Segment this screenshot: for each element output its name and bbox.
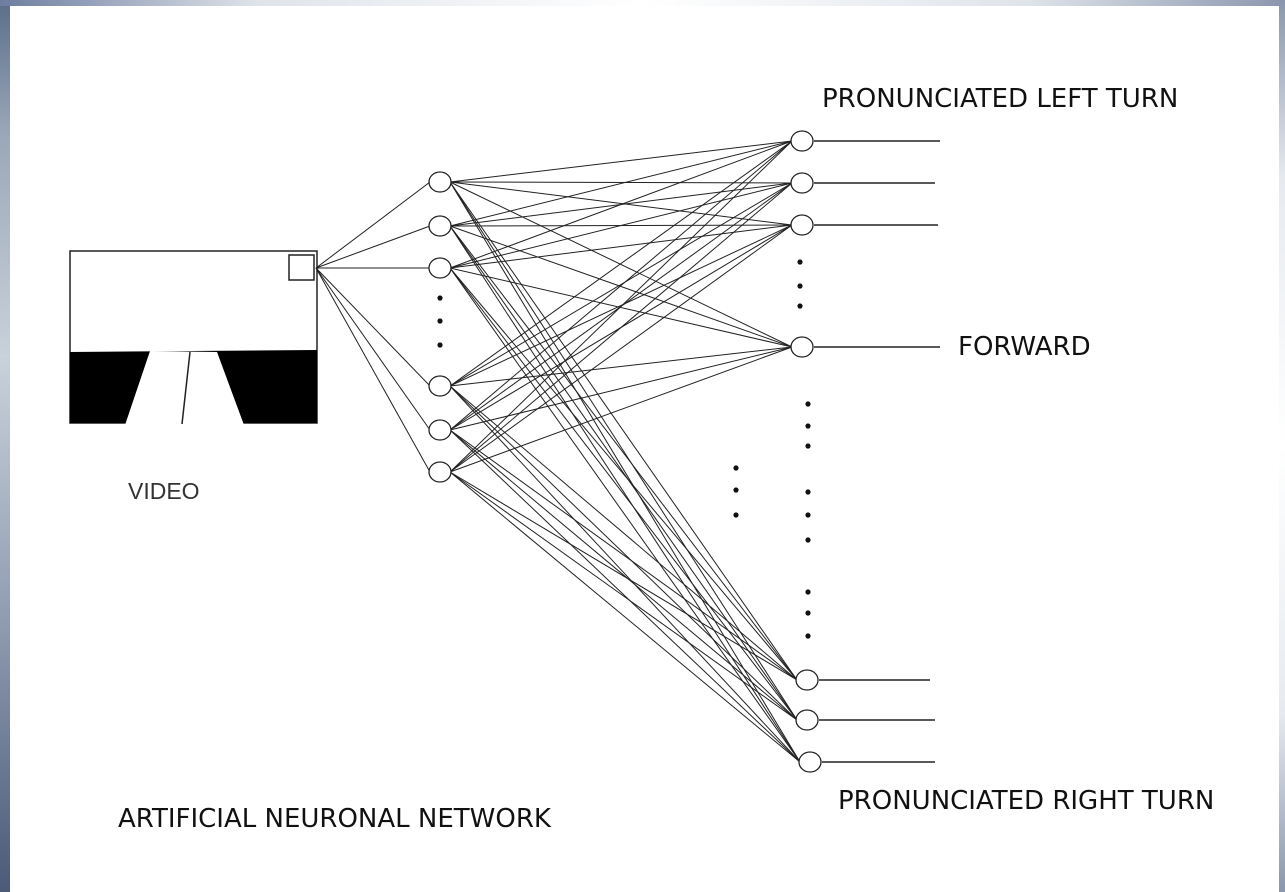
ellipsis-dot bbox=[797, 259, 803, 265]
network-connection bbox=[449, 140, 793, 269]
network-connection bbox=[449, 471, 798, 681]
network-connection bbox=[449, 471, 801, 763]
network-connection bbox=[449, 182, 793, 473]
network-connections bbox=[315, 140, 801, 763]
input-connection bbox=[315, 267, 431, 431]
network-connection bbox=[449, 225, 801, 763]
network-connection bbox=[449, 267, 798, 681]
network-connection bbox=[449, 346, 793, 473]
video-label: VIDEO bbox=[128, 478, 200, 504]
network-connection bbox=[449, 225, 798, 681]
network-connection bbox=[449, 140, 793, 227]
road-surface bbox=[125, 351, 244, 425]
network-connection bbox=[449, 429, 798, 721]
hidden-neuron bbox=[428, 375, 452, 397]
ellipsis-dot bbox=[805, 589, 811, 595]
network-connection bbox=[449, 346, 793, 431]
network-connection bbox=[449, 140, 793, 473]
input-connection bbox=[315, 267, 431, 387]
network-connection bbox=[449, 140, 793, 387]
hidden-neuron bbox=[428, 215, 452, 237]
network-connection bbox=[449, 225, 793, 348]
hidden-neuron bbox=[428, 461, 452, 483]
ellipsis-dot bbox=[733, 465, 739, 471]
ellipsis-dot bbox=[733, 487, 739, 493]
ellipsis-dot bbox=[805, 489, 811, 495]
network-connection bbox=[449, 429, 798, 681]
ellipsis-dots bbox=[437, 259, 811, 639]
network-connection bbox=[449, 181, 798, 681]
ellipsis-dot bbox=[805, 443, 811, 449]
ellipsis-dot bbox=[805, 633, 811, 639]
network-connection bbox=[449, 267, 798, 721]
ellipsis-dot bbox=[797, 303, 803, 309]
network-connection bbox=[449, 140, 793, 431]
input-connection bbox=[315, 267, 431, 473]
slide-frame-right bbox=[1279, 0, 1285, 892]
ellipsis-dot bbox=[797, 283, 803, 289]
ellipsis-dot bbox=[437, 342, 443, 348]
network-connection bbox=[449, 267, 793, 348]
output-neuron bbox=[795, 709, 819, 731]
network-connection bbox=[449, 181, 798, 721]
forward-label: FORWARD bbox=[958, 332, 1091, 362]
output-neuron bbox=[798, 751, 822, 773]
ellipsis-dot bbox=[437, 295, 443, 301]
video-frame bbox=[69, 250, 318, 425]
network-nodes bbox=[428, 130, 822, 773]
video-pixel-square bbox=[288, 254, 315, 281]
network-connection bbox=[449, 471, 798, 721]
network-connection bbox=[449, 181, 801, 763]
output-lines bbox=[814, 140, 940, 763]
road-center-line bbox=[181, 351, 191, 425]
output-neuron bbox=[790, 214, 814, 236]
slide-frame-top bbox=[0, 0, 1285, 6]
slide-frame-left bbox=[0, 0, 10, 892]
ellipsis-dot bbox=[437, 318, 443, 324]
network-label: ARTIFICIAL NEURONAL NETWORK bbox=[118, 804, 551, 834]
ellipsis-dot bbox=[805, 537, 811, 543]
network-connection bbox=[449, 181, 793, 184]
output-neuron bbox=[795, 669, 819, 691]
input-connection bbox=[315, 225, 431, 269]
network-connection bbox=[449, 224, 793, 269]
ellipsis-dot bbox=[805, 401, 811, 407]
network-connection bbox=[449, 224, 793, 473]
output-neuron bbox=[790, 172, 814, 194]
network-connection bbox=[449, 346, 793, 387]
output-neuron bbox=[790, 336, 814, 358]
input-connection bbox=[315, 181, 431, 269]
network-connection bbox=[449, 385, 801, 763]
ellipsis-dot bbox=[805, 512, 811, 518]
network-connection bbox=[449, 182, 793, 269]
right-turn-label: PRONUNCIATED RIGHT TURN bbox=[838, 786, 1215, 816]
network-connection bbox=[449, 182, 793, 387]
network-connection bbox=[449, 181, 793, 226]
ellipsis-dot bbox=[733, 512, 739, 518]
network-connection bbox=[449, 224, 793, 387]
network-connection bbox=[449, 181, 793, 348]
output-neuron bbox=[790, 130, 814, 152]
hidden-neuron bbox=[428, 257, 452, 279]
network-connection bbox=[449, 385, 798, 681]
ellipsis-dot bbox=[805, 423, 811, 429]
network-connection bbox=[449, 225, 798, 721]
hidden-neuron bbox=[428, 419, 452, 441]
network-connection bbox=[449, 385, 798, 721]
ellipsis-dot bbox=[805, 610, 811, 616]
left-turn-label: PRONUNCIATED LEFT TURN bbox=[822, 84, 1179, 114]
network-connection bbox=[449, 267, 801, 763]
hidden-neuron bbox=[428, 171, 452, 193]
network-connection bbox=[449, 429, 801, 763]
network-connection bbox=[449, 140, 793, 183]
